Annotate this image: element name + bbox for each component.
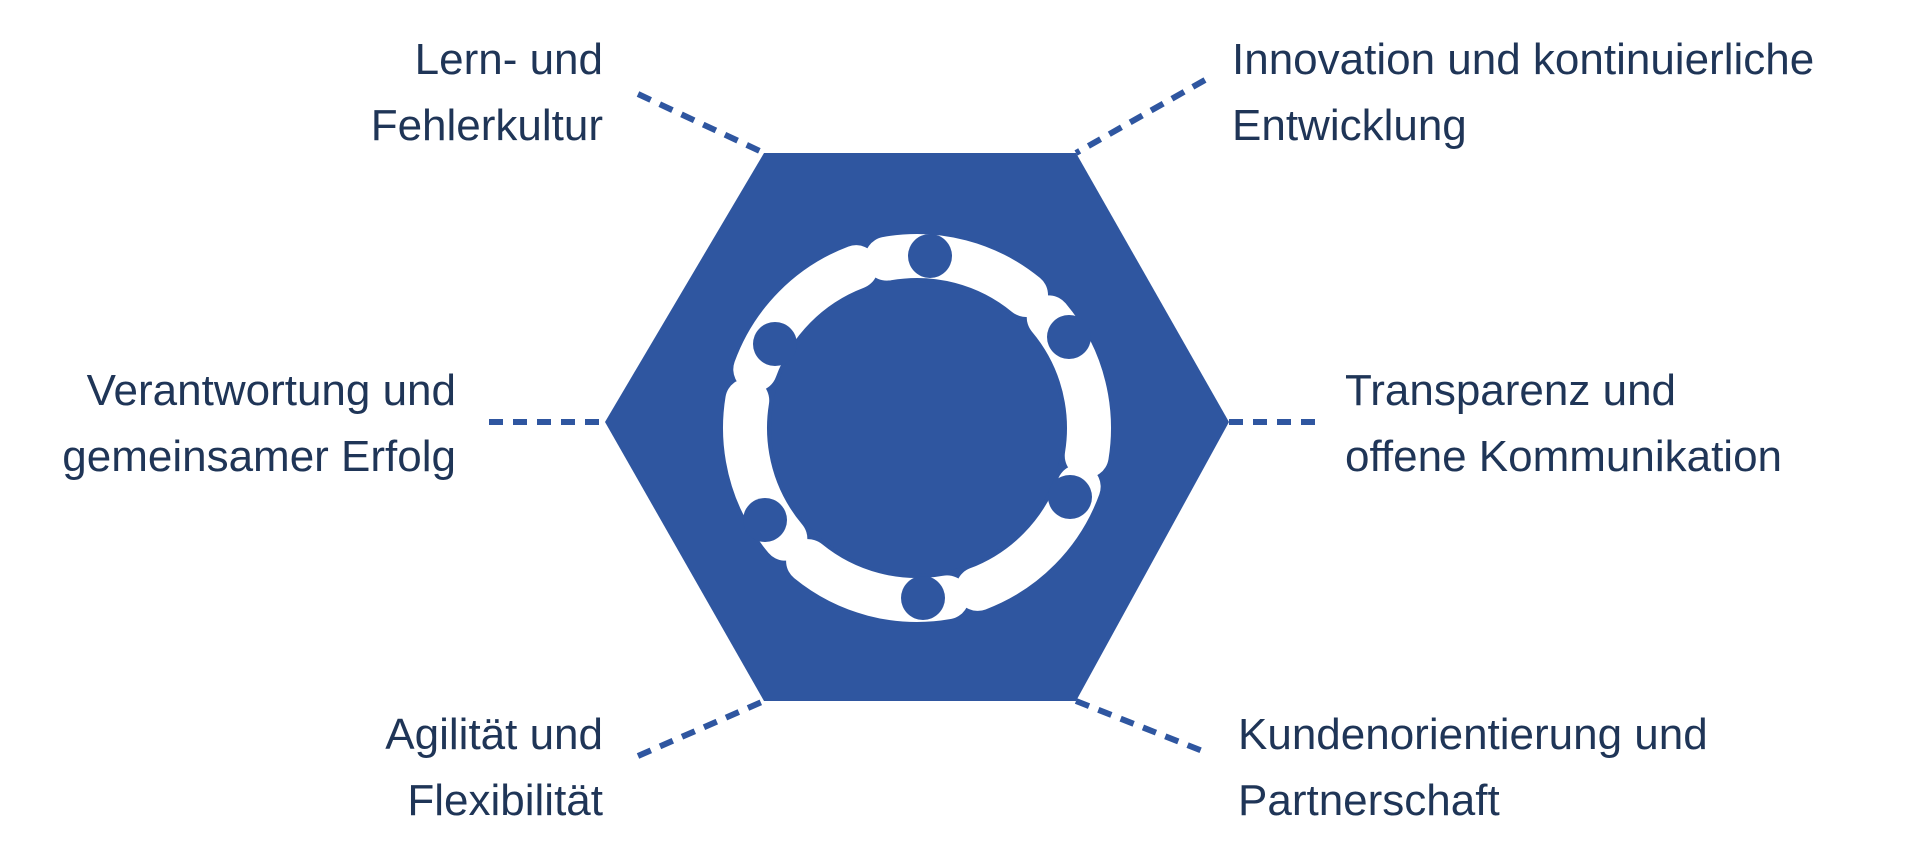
label-line: Flexibilität xyxy=(407,776,603,825)
label-top-right: Innovation und kontinuierliche Entwicklu… xyxy=(1232,27,1814,159)
label-middle-right: Transparenz und offene Kommunikation xyxy=(1345,358,1782,490)
circular-arrows-cycle-icon xyxy=(723,234,1111,623)
label-line: Innovation und kontinuierliche xyxy=(1232,35,1815,84)
label-bottom-left: Agilität und Flexibilität xyxy=(385,702,603,834)
connector-bottom-left xyxy=(636,698,766,759)
label-bottom-right: Kundenorientierung und Partnerschaft xyxy=(1238,702,1708,834)
connector-top-left xyxy=(636,91,766,156)
label-line: Entwicklung xyxy=(1232,101,1467,150)
label-line: Verantwortung und xyxy=(86,366,456,415)
label-line: Transparenz und xyxy=(1345,366,1677,415)
connector-top-right xyxy=(1074,77,1207,156)
label-line: Fehlerkultur xyxy=(370,101,603,150)
connector-bottom-right xyxy=(1074,698,1207,755)
label-line: Kundenorientierung und xyxy=(1238,710,1708,759)
label-middle-left: Verantwortung und gemeinsamer Erfolg xyxy=(62,358,456,490)
label-line: Lern- und xyxy=(414,35,603,84)
label-line: offene Kommunikation xyxy=(1345,432,1783,481)
label-line: Partnerschaft xyxy=(1238,776,1500,825)
label-line: Agilität und xyxy=(385,710,603,759)
label-top-left: Lern- und Fehlerkultur xyxy=(371,27,603,159)
label-line: gemeinsamer Erfolg xyxy=(62,432,456,481)
